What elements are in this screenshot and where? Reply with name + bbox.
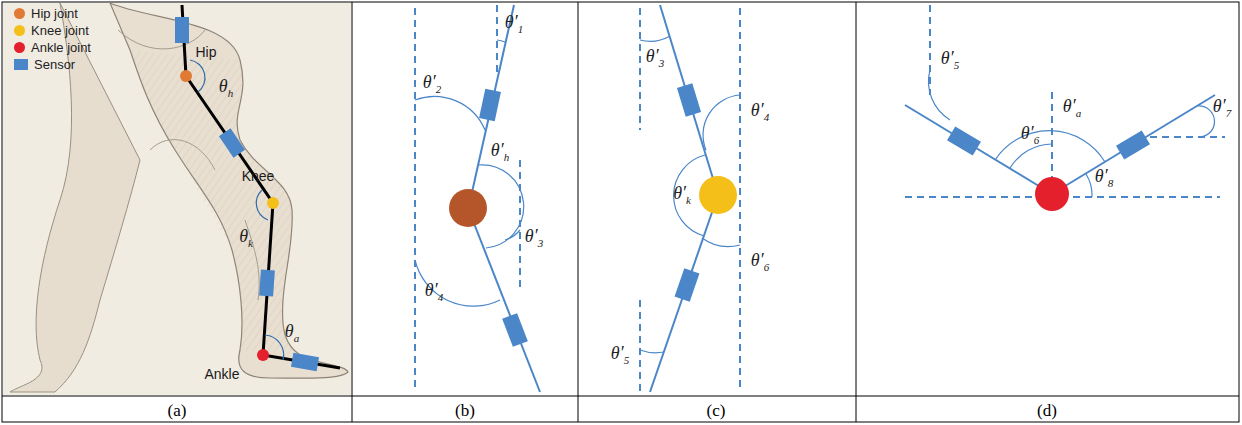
angle-label: θ′5 xyxy=(941,49,959,71)
angle-label: θ′k xyxy=(673,184,691,206)
hip-angle-diagram xyxy=(415,5,540,392)
angle-label: θk xyxy=(239,227,253,249)
legend-swatch xyxy=(14,42,25,53)
angle-label: θh xyxy=(219,77,233,99)
angle-label: θ′3 xyxy=(646,47,664,69)
legend-text: Hip joint xyxy=(31,6,78,21)
angle-label: θ′6 xyxy=(1021,124,1039,146)
angle-label: θa xyxy=(285,322,299,344)
angle-label: θ′7 xyxy=(1213,97,1231,119)
legend-swatch xyxy=(14,59,28,70)
angle-label: θ′6 xyxy=(751,251,769,273)
legend-entry: Hip joint xyxy=(14,6,78,21)
angle-label: θ′8 xyxy=(1095,167,1113,189)
angle-label: θ′4 xyxy=(425,281,443,303)
legend-swatch xyxy=(14,25,25,36)
legend-entry: Sensor xyxy=(14,57,75,72)
panel-caption: (d) xyxy=(1037,402,1057,419)
legend-entry: Ankle joint xyxy=(14,40,91,55)
legend-text: Knee joint xyxy=(31,23,89,38)
legend-text: Sensor xyxy=(34,57,75,72)
angle-label: θ′2 xyxy=(423,73,441,95)
joint-name: Knee xyxy=(242,169,275,183)
leg-illustration xyxy=(3,3,351,395)
knee-angle-diagram xyxy=(640,5,740,392)
joint-name: Ankle xyxy=(204,367,239,381)
joint-name: Hip xyxy=(195,45,216,59)
legend-text: Ankle joint xyxy=(31,40,91,55)
panel-caption: (c) xyxy=(707,402,726,419)
angle-label: θ′3 xyxy=(525,227,543,249)
angle-label: θ′1 xyxy=(505,13,523,35)
legend-swatch xyxy=(14,8,25,19)
angle-label: θ′4 xyxy=(751,101,769,123)
panel-caption: (a) xyxy=(168,402,187,419)
angle-label: θ′a xyxy=(1063,97,1081,119)
ankle-angle-diagram xyxy=(905,5,1225,197)
angle-label: θ′h xyxy=(491,141,509,163)
angle-label: θ′5 xyxy=(611,344,629,366)
legend-entry: Knee joint xyxy=(14,23,89,38)
panel-caption: (b) xyxy=(455,402,475,419)
